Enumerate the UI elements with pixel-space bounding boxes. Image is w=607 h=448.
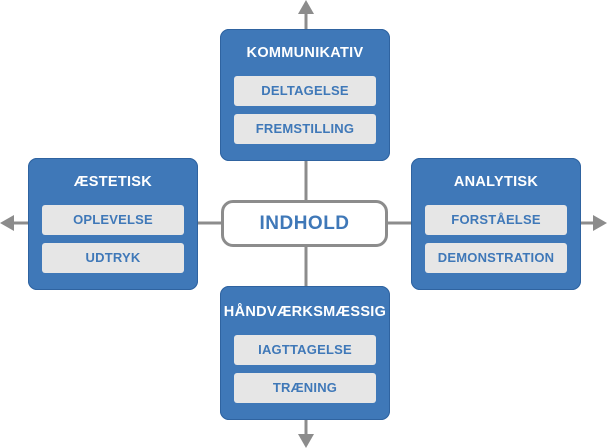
box-item: FORSTÅELSE <box>425 205 567 235</box>
box-title: HÅNDVÆRKSMÆSSIG <box>223 304 387 320</box>
box-item: DELTAGELSE <box>234 76 376 106</box>
box-kommunikativ: KOMMUNIKATIV DELTAGELSE FREMSTILLING <box>220 29 390 161</box>
box-item: OPLEVELSE <box>42 205 184 235</box>
box-item: UDTRYK <box>42 243 184 273</box>
center-node: INDHOLD <box>221 200 388 247</box>
box-item: IAGTTAGELSE <box>234 335 376 365</box>
arrow-left-icon <box>0 215 14 231</box>
box-title: ÆSTETISK <box>73 174 153 190</box>
box-item: DEMONSTRATION <box>425 243 567 273</box>
arrow-right-icon <box>593 215 607 231</box>
box-analytisk: ANALYTISK FORSTÅELSE DEMONSTRATION <box>411 158 581 290</box>
box-aestetisk: ÆSTETISK OPLEVELSE UDTRYK <box>28 158 198 290</box>
box-title: KOMMUNIKATIV <box>246 45 364 61</box>
box-item: FREMSTILLING <box>234 114 376 144</box>
arrow-up-icon <box>298 0 314 14</box>
box-title: ANALYTISK <box>453 174 539 190</box>
box-haandvaerksmaessig: HÅNDVÆRKSMÆSSIG IAGTTAGELSE TRÆNING <box>220 286 390 420</box>
arrow-down-icon <box>298 434 314 448</box>
box-item: TRÆNING <box>234 373 376 403</box>
